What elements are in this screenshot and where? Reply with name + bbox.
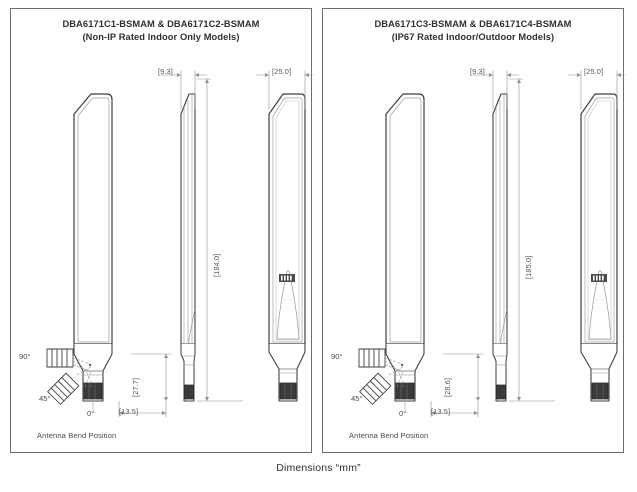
panel-left-title-line1: DBA6171C1-BSMAM & DBA6171C2-BSMAM — [62, 19, 260, 29]
dimension-lines-left — [118, 70, 313, 418]
dim-depth-top-left: [25.0] — [272, 67, 292, 76]
panel-right: DBA6171C3-BSMAM & DBA6171C4-BSMAM (IP67 … — [322, 8, 625, 453]
dim-connector-height-right: [28.6] — [443, 377, 452, 397]
bend-angle-45-right: 45° — [351, 394, 363, 403]
dim-height-overall-left: [184.0] — [212, 253, 221, 277]
panel-right-title-line2: (IP67 Rated Indoor/Outdoor Models) — [391, 31, 555, 42]
footer-caption: Dimensions “mm” — [276, 462, 361, 474]
bend-angle-90-left: 90° — [19, 352, 31, 361]
dimension-lines-right — [430, 70, 625, 418]
bend-position-illustration-right — [358, 348, 406, 412]
panel-left-title: DBA6171C1-BSMAM & DBA6171C2-BSMAM (Non-I… — [11, 18, 311, 43]
dim-depth-top-right: [25.0] — [584, 67, 604, 76]
dim-width-top-right: [9.3] — [470, 67, 485, 76]
bend-caption-right: Antenna Bend Position — [349, 431, 429, 440]
dim-base-width-left: [13.5] — [119, 407, 139, 416]
bend-angle-90-right: 90° — [331, 352, 343, 361]
panel-left-title-line2: (Non-IP Rated Indoor Only Models) — [82, 31, 240, 42]
antenna-edge-view-left — [180, 93, 196, 402]
panel-right-title: DBA6171C3-BSMAM & DBA6171C4-BSMAM (IP67 … — [323, 18, 623, 43]
panel-right-title-line1: DBA6171C3-BSMAM & DBA6171C4-BSMAM — [374, 19, 572, 29]
bend-position-illustration-left — [46, 348, 94, 412]
bend-angle-45-left: 45° — [39, 394, 51, 403]
dim-base-width-right: [13.5] — [431, 407, 451, 416]
dim-connector-height-left: [27.7] — [131, 377, 140, 397]
bend-angle-0-right: 0° — [399, 409, 407, 418]
antenna-side-view-left — [268, 93, 306, 402]
antenna-front-view-right — [385, 93, 425, 402]
dim-width-top-left: [9.3] — [158, 67, 173, 76]
antenna-edge-view-right — [492, 93, 508, 402]
bend-angle-0-left: 0° — [87, 409, 95, 418]
panel-left: DBA6171C1-BSMAM & DBA6171C2-BSMAM (Non-I… — [10, 8, 313, 453]
antenna-front-view-left — [73, 93, 113, 402]
antenna-side-view-right — [580, 93, 618, 402]
dim-height-overall-right: [185.0] — [524, 255, 533, 279]
bend-caption-left: Antenna Bend Position — [37, 431, 117, 440]
